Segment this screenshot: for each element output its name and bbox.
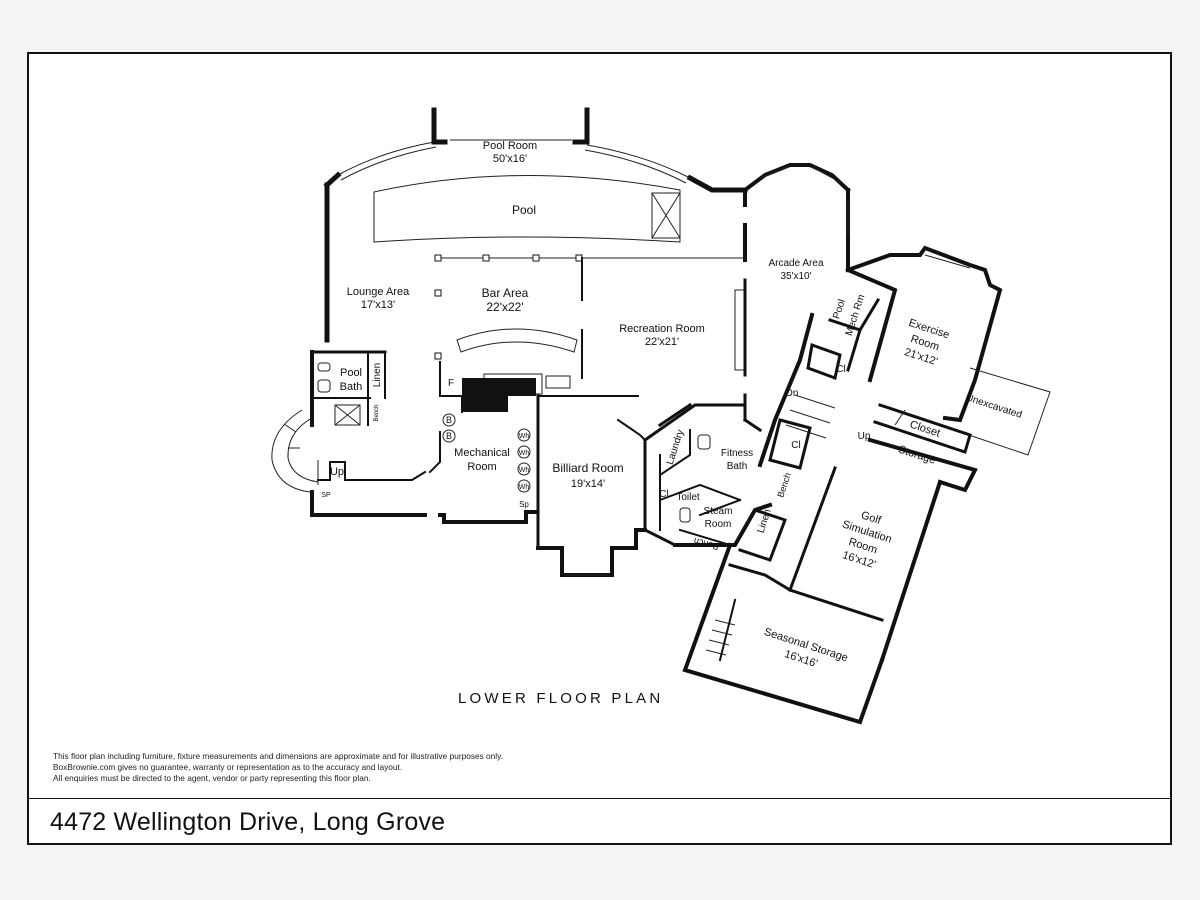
center-stair-walls: [768, 394, 978, 493]
footer-divider: [27, 798, 1172, 799]
pool-bath-walls: [310, 350, 387, 427]
property-address: 4472 Wellington Drive, Long Grove: [50, 808, 446, 836]
laundry-fitness-walls: [642, 402, 773, 548]
arcade-walls: [742, 163, 898, 468]
golf-storage-walls: [682, 466, 943, 725]
disclaimer-line-1: This floor plan including furniture, fix…: [53, 751, 503, 761]
pool-room-walls: [323, 107, 748, 343]
exercise-room-walls: [828, 245, 1051, 456]
bar-counter: [456, 328, 578, 412]
bar-glass-line: [434, 254, 745, 360]
disclaimer: This floor plan including furniture, fix…: [53, 751, 503, 784]
curved-stair: [271, 409, 539, 524]
mechanical-room-walls: [442, 394, 540, 550]
floor-plan-sheet: [27, 52, 1172, 845]
billiard-room-walls: [536, 395, 647, 577]
plan-title: LOWER FLOOR PLAN: [458, 690, 664, 707]
disclaimer-line-3: All enquiries must be directed to the ag…: [53, 773, 371, 783]
pool: [373, 175, 681, 243]
interior-walls: [439, 257, 747, 422]
disclaimer-line-2: BoxBrownie.com gives no guarantee, warra…: [53, 762, 403, 772]
